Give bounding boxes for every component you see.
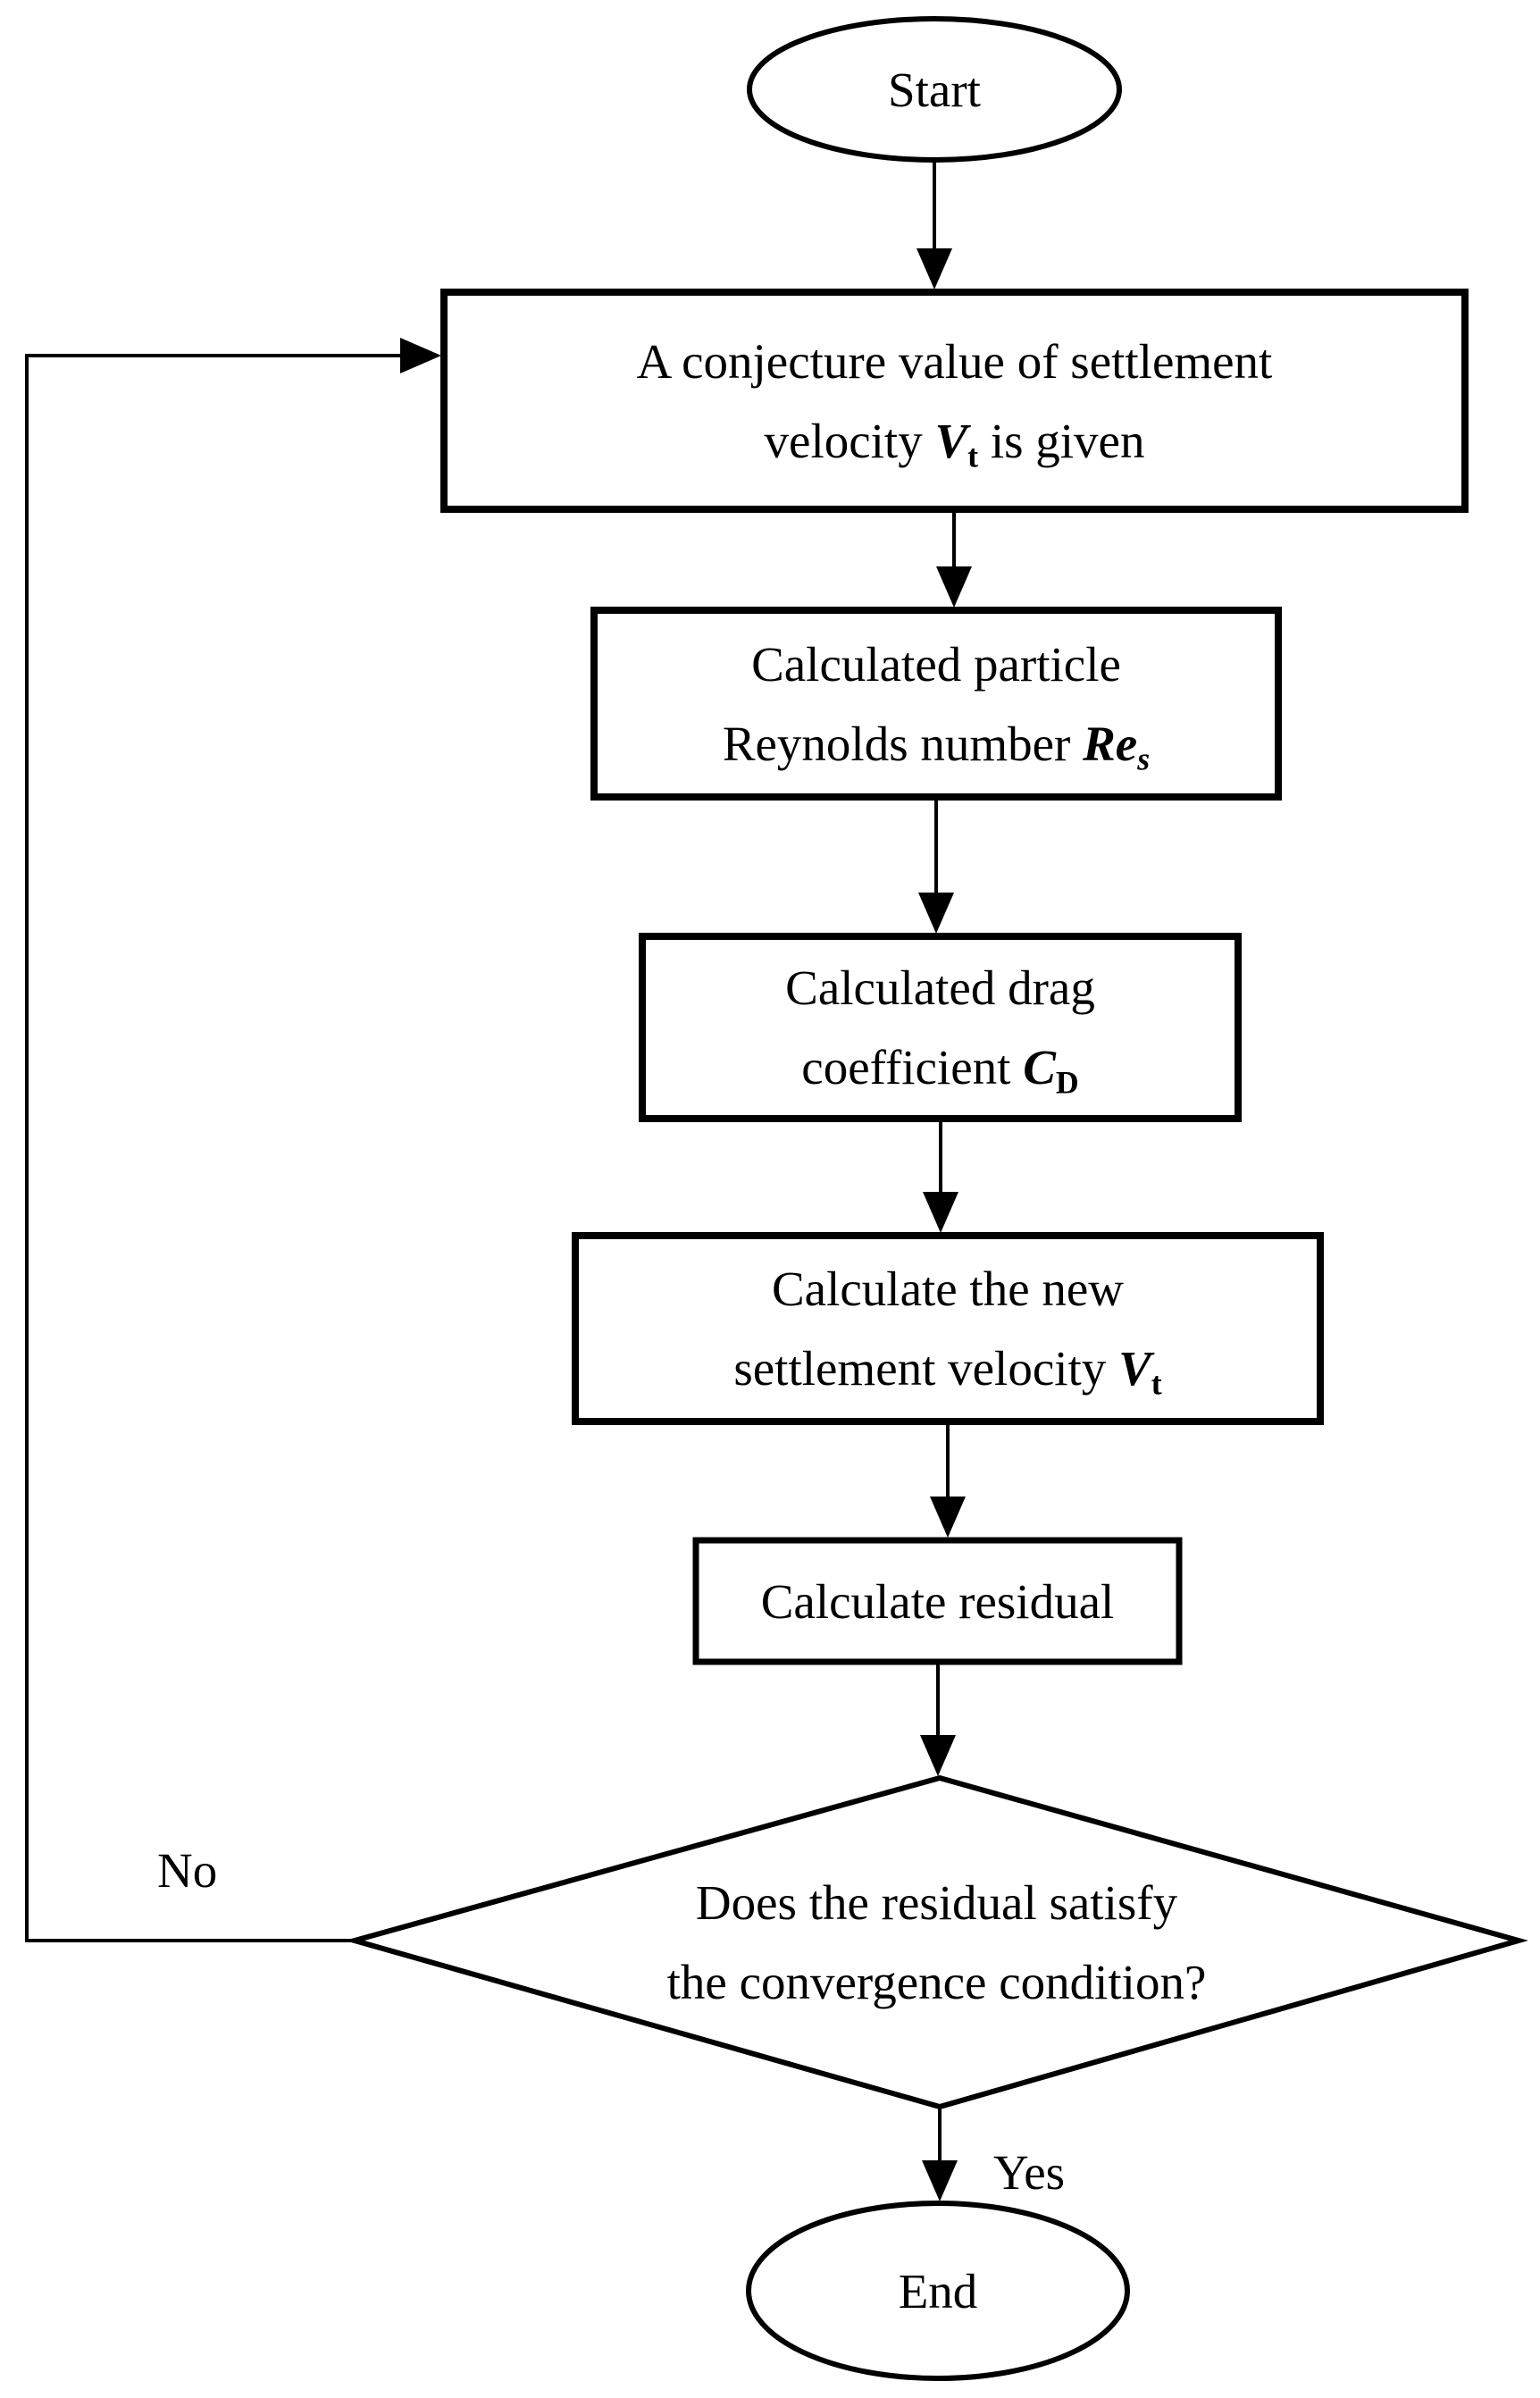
text-segment: Calculate the new [772,1262,1124,1316]
arrowhead-drag-to-newvelocity [923,1192,958,1233]
process-conjecture-label: A conjecture value of settlement velocit… [444,292,1465,509]
process-drag-line-1: Calculated drag [785,948,1095,1027]
start-label: Start [749,19,1119,160]
text-segment: t [967,438,979,474]
process-drag-shape [639,933,1242,1122]
decision-diamond-shape [344,1774,1528,2110]
text-segment: is given [978,413,1145,468]
arrowhead-decision-to-end [922,2160,958,2201]
text-segment: Re [1083,716,1138,771]
end-terminator-shape [746,2201,1130,2381]
text-segment: coefficient [801,1040,1024,1094]
process-newvelocity-line-2: settlement velocity Vt [733,1329,1161,1408]
process-conjecture-line-2: velocity Vt is given [765,401,1145,481]
decision-label: Does the residual satisfy the convergenc… [355,1778,1519,2107]
yes-edge-label: Yes [993,2145,1066,2200]
process-reynolds-shape [590,607,1282,801]
text-segment: A conjecture value of settlement [636,333,1273,389]
text-segment: C [1023,1040,1056,1094]
process-drag-line-2: coefficient CD [801,1027,1078,1107]
text-segment: velocity [764,413,935,468]
arrowhead-reynolds-to-drag [918,893,954,934]
process-reynolds-label: Calculated particle Reynolds number Res [594,610,1278,797]
process-conjecture-line-1: A conjecture value of settlement [637,322,1273,401]
process-newvelocity-shape [572,1232,1324,1425]
text-segment: Calculated drag [785,960,1095,1015]
text-segment: Calculated particle [751,636,1121,692]
text-segment: Calculate residual [760,1573,1115,1629]
arrowhead-newvelocity-to-residual [930,1497,966,1538]
arrowhead-residual-to-decision [920,1735,956,1776]
process-residual-label: Calculate residual [696,1540,1179,1662]
end-label: End [749,2203,1127,2378]
text-segment: V [1118,1341,1151,1396]
process-conjecture-shape [440,289,1469,513]
text-segment: D [1055,1064,1079,1101]
process-reynolds-line-2: Reynolds number Res [723,704,1150,784]
process-residual-shape [692,1537,1183,1665]
text-segment: settlement velocity [733,1341,1119,1396]
start-terminator-shape [747,16,1122,163]
process-residual-line-1: Calculate residual [761,1562,1115,1641]
text-segment: t [1151,1365,1162,1402]
arrowhead-conjecture-to-reynolds [936,566,972,608]
end-label-text: End [898,2263,978,2318]
decision-line-2: the convergence condition? [667,1942,1207,2022]
decision-line-1: Does the residual satisfy [696,1863,1177,1942]
text-segment: the convergence condition? [666,1955,1207,2009]
text-segment: s [1137,741,1151,777]
text-segment: Reynolds number [722,716,1084,771]
connector-decision-no-feedback [25,354,402,1942]
process-reynolds-line-1: Calculated particle [751,625,1121,704]
no-edge-label: No [157,1843,218,1898]
process-newvelocity-label: Calculate the new settlement velocity Vt [575,1236,1320,1421]
process-drag-label: Calculated drag coefficient CD [642,936,1238,1119]
text-segment: V [934,413,968,468]
text-segment: Does the residual satisfy [695,1875,1178,1930]
arrowhead-start-to-conjecture [916,248,952,289]
process-newvelocity-line-1: Calculate the new [772,1249,1124,1329]
arrowhead-no-feedback-to-conjecture [400,338,441,373]
start-label-text: Start [888,62,981,117]
